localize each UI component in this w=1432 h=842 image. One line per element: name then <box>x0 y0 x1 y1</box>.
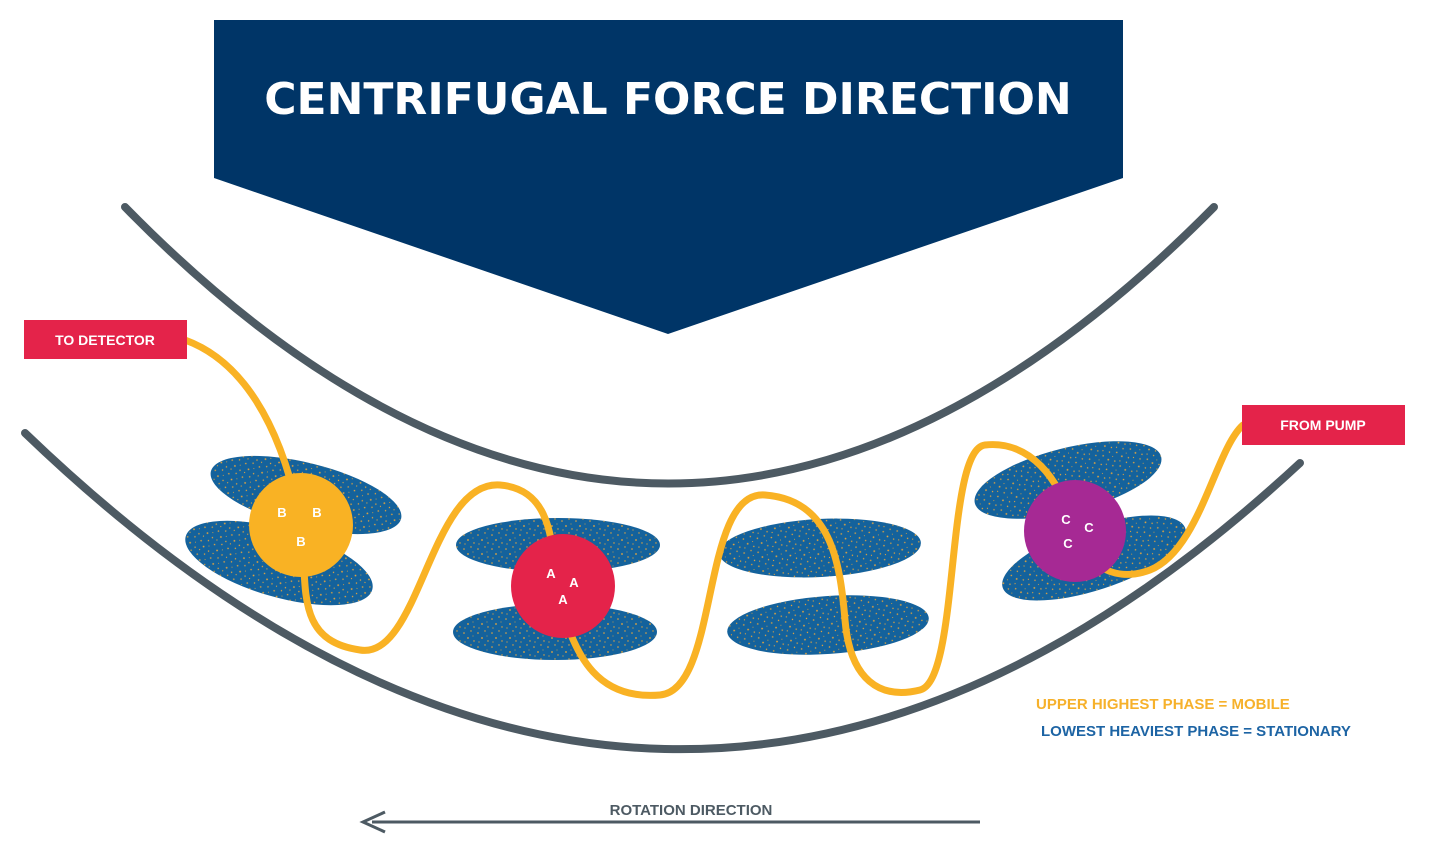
legend-mobile: UPPER HIGHEST PHASE = MOBILE <box>1036 696 1290 713</box>
stationary-ellipse <box>974 441 1162 519</box>
stationary-ellipse <box>727 595 929 655</box>
ball-letter: C <box>1063 536 1073 551</box>
centrifugal-arrow <box>214 20 1123 334</box>
rotation-label: ROTATION DIRECTION <box>610 802 773 819</box>
page-title: CENTRIFUGAL FORCE DIRECTION <box>264 74 1072 125</box>
ball-letter: B <box>312 505 321 520</box>
stationary-ellipse <box>719 518 921 578</box>
solute-b-ball: B B B <box>249 473 353 577</box>
legend-stationary: LOWEST HEAVIEST PHASE = STATIONARY <box>1041 723 1351 740</box>
ball-letter: A <box>558 592 568 607</box>
inner-wall-arc <box>121 203 1218 488</box>
ball-letter: C <box>1061 512 1071 527</box>
outer-wall-arc <box>21 429 1304 753</box>
ball-letter: B <box>277 505 286 520</box>
from-pump-label: FROM PUMP <box>1242 405 1405 445</box>
ball-letter: B <box>296 534 305 549</box>
ball-letter: A <box>546 566 556 581</box>
ball-letter: C <box>1084 520 1094 535</box>
ball-letter: A <box>569 575 579 590</box>
svg-text:FROM PUMP: FROM PUMP <box>1280 417 1366 433</box>
to-detector-label: TO DETECTOR <box>24 320 187 359</box>
solute-a-ball: A A A <box>511 534 615 638</box>
solute-c-ball: C C C <box>1024 480 1126 582</box>
rotation-arrow <box>359 810 980 834</box>
svg-text:TO DETECTOR: TO DETECTOR <box>55 332 155 348</box>
